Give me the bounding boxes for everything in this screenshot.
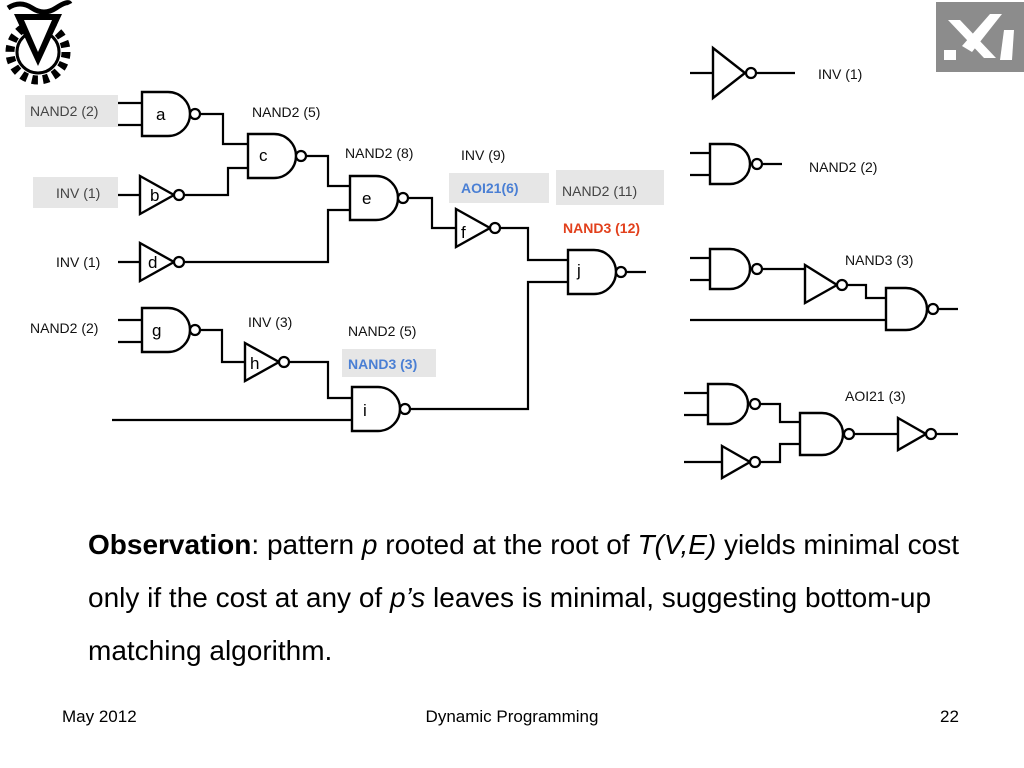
svg-text:e: e	[362, 189, 371, 208]
cost-label-a: NAND2 (2)	[30, 103, 98, 119]
svg-text:b: b	[150, 186, 159, 205]
pattern-nand3-label: NAND3 (3)	[845, 252, 913, 268]
observation-lead: Observation	[88, 529, 252, 560]
cs-logo-icon	[936, 2, 1024, 72]
svg-text:f: f	[461, 223, 466, 242]
cost-box-j	[556, 170, 664, 205]
footer-page-number: 22	[940, 707, 959, 726]
gate-f: f	[454, 207, 502, 249]
cost-label-j-best: NAND3 (12)	[563, 220, 640, 236]
svg-text:i: i	[363, 401, 367, 420]
svg-text:j: j	[576, 261, 581, 280]
observation-ps: p’s	[389, 582, 426, 613]
cost-box-b	[33, 177, 118, 208]
cost-box-i-alt	[342, 349, 436, 377]
pattern-nand3	[690, 247, 958, 332]
svg-text:a: a	[156, 105, 166, 124]
cost-label-j: NAND2 (11)	[562, 183, 637, 199]
observation-part-4: leaves is minimal, suggesting bottom-up …	[88, 582, 932, 666]
cost-label-b: INV (1)	[56, 185, 100, 201]
footer-title: Dynamic Programming	[425, 707, 599, 726]
observation-part-1: : pattern	[251, 529, 362, 560]
pattern-inv-label: INV (1)	[818, 66, 862, 82]
pattern-aoi21-label: AOI21 (3)	[845, 388, 906, 404]
gate-b: b	[138, 174, 186, 216]
circuit-diagram: a b c d e f g h i j	[5, 0, 1024, 481]
gate-g: g	[140, 306, 202, 354]
gate-e: e	[348, 174, 410, 222]
technion-logo-icon	[5, 0, 73, 85]
cost-label-c: NAND2 (5)	[252, 104, 320, 120]
cost-label-g: NAND2 (2)	[30, 320, 98, 336]
cost-label-h: INV (3)	[248, 314, 292, 330]
svg-text:c: c	[259, 146, 268, 165]
footer-date: May 2012	[62, 707, 137, 726]
observation-part-3: yields minimal cost only if the cost at …	[88, 529, 959, 613]
cost-label-i: NAND2 (5)	[348, 323, 416, 339]
observation-p: p	[361, 529, 378, 560]
gate-c: c	[246, 132, 308, 180]
observation-text: Observation: pattern p rooted at the roo…	[88, 518, 988, 677]
observation-part-2: rooted at the root of	[377, 529, 638, 560]
pattern-nand2-label: NAND2 (2)	[809, 159, 877, 175]
svg-text:d: d	[148, 253, 157, 272]
cost-label-f: INV (9)	[461, 147, 505, 163]
cost-label-e: NAND2 (8)	[345, 145, 413, 161]
cost-label-f-alt: AOI21(6)	[461, 180, 519, 196]
gate-h: h	[243, 341, 291, 383]
cost-box-f-alt	[449, 173, 549, 203]
gate-a: a	[140, 90, 202, 138]
svg-text:g: g	[152, 321, 161, 340]
pattern-inv	[690, 45, 795, 101]
pattern-aoi21	[684, 382, 958, 481]
pattern-nand2	[690, 142, 782, 186]
svg-text:h: h	[250, 354, 259, 373]
gate-i: i	[350, 385, 412, 433]
gate-j: j	[566, 248, 628, 296]
gate-d: d	[138, 241, 186, 283]
cost-label-d: INV (1)	[56, 254, 100, 270]
cost-label-i-alt: NAND3 (3)	[348, 356, 417, 372]
cost-box-a	[25, 95, 118, 127]
observation-tve: T(V,E)	[637, 529, 717, 560]
